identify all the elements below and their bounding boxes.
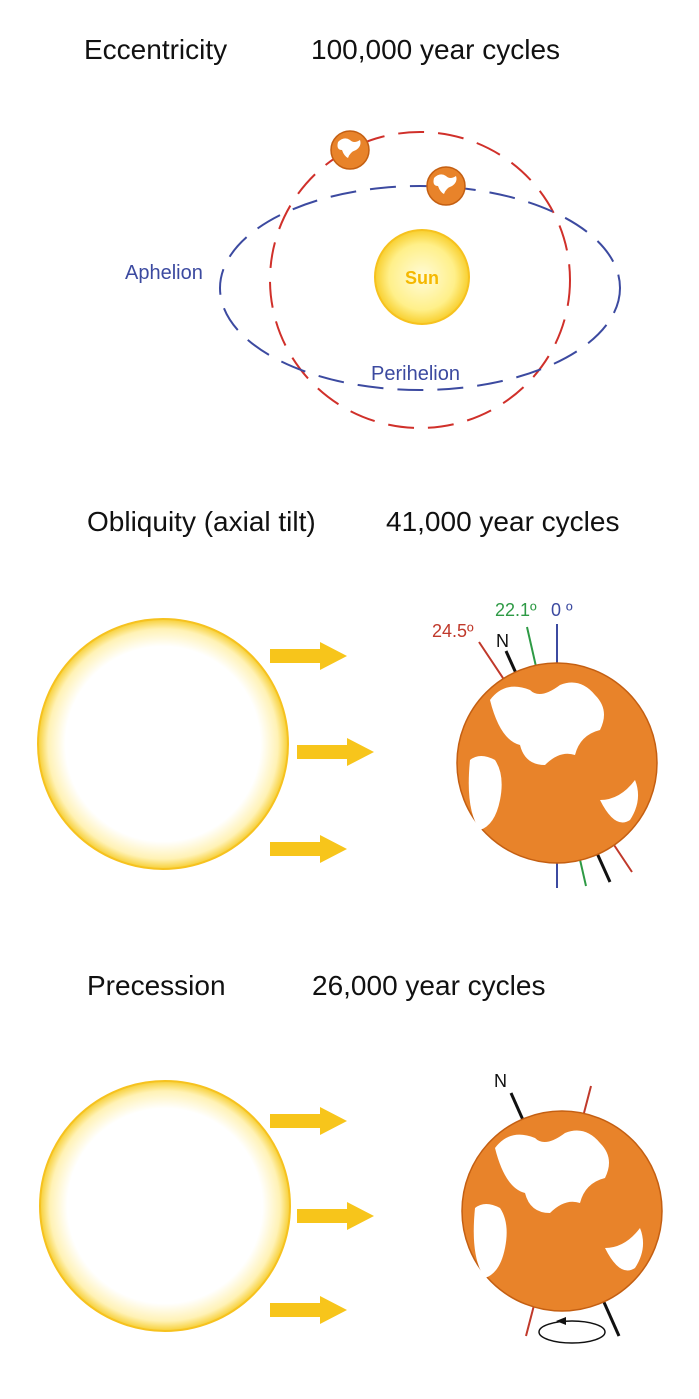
north-label-obliquity: N: [496, 631, 509, 651]
rotation-arrow-icon: [538, 1317, 606, 1344]
eccentricity-title: Eccentricity: [84, 34, 228, 65]
obliquity-cycle: 41,000 year cycles: [386, 506, 620, 537]
obliquity-diagram: 24.5º 22.1º 0 º N: [37, 600, 658, 888]
eccentricity-cycle: 100,000 year cycles: [311, 34, 561, 65]
sunlight-arrow-bottom: [270, 835, 347, 863]
sunlight-arrow-middle: [297, 1202, 374, 1230]
earth-precession: [461, 1110, 663, 1312]
sun-small: [374, 229, 470, 325]
sun-large: [37, 618, 289, 870]
earth-on-eccentric-orbit: [330, 130, 370, 170]
north-label-precession: N: [494, 1071, 507, 1091]
sun-large: [39, 1080, 291, 1332]
sunlight-arrow-bottom: [270, 1296, 347, 1324]
earth-on-circular-orbit: [426, 166, 466, 206]
tilt-label-22-1: 22.1º: [495, 600, 537, 620]
perihelion-label: Perihelion: [371, 363, 460, 385]
tilt-label-24-5: 24.5º: [432, 621, 474, 641]
earth-obliquity: [456, 662, 658, 864]
obliquity-title: Obliquity (axial tilt): [87, 506, 316, 537]
precession-cycle: 26,000 year cycles: [312, 970, 546, 1001]
eccentricity-diagram: Sun Aphelion Perihelion: [125, 130, 621, 429]
aphelion-label: Aphelion: [125, 262, 203, 284]
sunlight-arrow-top: [270, 1107, 347, 1135]
sun-label: Sun: [405, 268, 439, 288]
precession-title: Precession: [87, 970, 226, 1001]
sunlight-arrow-middle: [297, 738, 374, 766]
orbit-eccentric: [269, 131, 571, 429]
precession-diagram: N: [39, 1071, 663, 1344]
tilt-label-0: 0 º: [551, 600, 573, 620]
sunlight-arrow-top: [270, 642, 347, 670]
orbit-circular: [219, 185, 621, 391]
